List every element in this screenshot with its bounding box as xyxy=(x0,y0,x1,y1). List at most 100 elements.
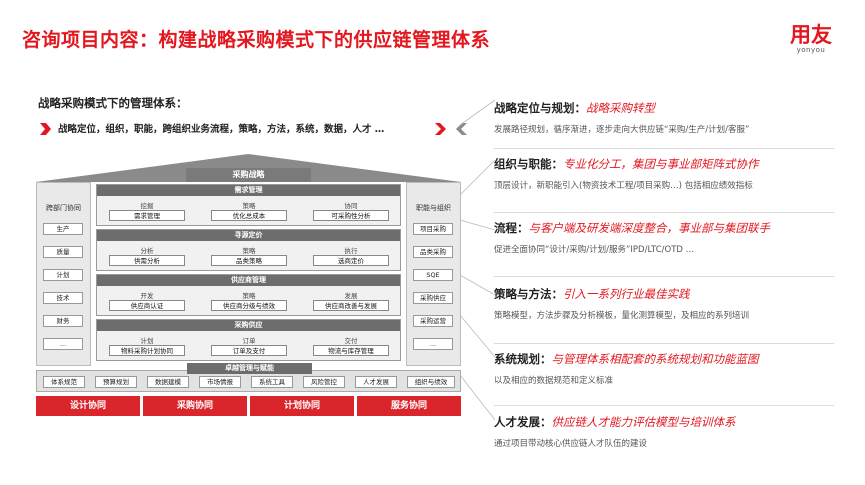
divider xyxy=(494,405,834,406)
base-item: 预算规划 xyxy=(95,376,137,388)
layer-cell: 挖掘 需求管理 xyxy=(103,200,191,222)
section-value: 与管理体系相配套的系统规划和功能蓝图 xyxy=(551,352,759,366)
left-pillar-title: 跨部门协同 xyxy=(46,204,81,212)
cell-value: 品类策略 xyxy=(211,255,287,266)
right-pillar-title: 职能与组织 xyxy=(416,204,451,212)
cell-key: 计划 xyxy=(140,337,154,345)
cell-key: 交付 xyxy=(344,337,358,345)
roof-label: 采购战略 xyxy=(186,168,311,182)
cell-value: 物料采购计划协同 xyxy=(109,345,185,356)
cell-key: 策略 xyxy=(242,202,256,210)
cell-value: 优化总成本 xyxy=(211,210,287,221)
base-item: 数据建模 xyxy=(147,376,189,388)
logo-brand: 用友 xyxy=(790,23,832,47)
cell-value: 需求管理 xyxy=(109,210,185,221)
pillar-item: 采购运营 xyxy=(413,315,453,327)
layer-sourcing: 寻源定价 分析 供需分析 策略 品类策略 执行 选商定价 xyxy=(96,229,401,271)
logo-sub: yonyou xyxy=(796,46,826,54)
base-item: 体系规范 xyxy=(43,376,85,388)
left-pillar: 跨部门协同 生产 质量 计划 技术 财务 … xyxy=(36,182,91,366)
connector-lines xyxy=(459,99,496,421)
page-title: 咨询项目内容：构建战略采购模式下的供应链管理体系 xyxy=(22,29,491,51)
section-key: 战略定位与规划： xyxy=(494,101,586,115)
base-item: 组织与绩效 xyxy=(407,376,455,388)
pillar-item: 采购供应 xyxy=(413,292,453,304)
layer-cell: 交付 物流与库存管理 xyxy=(307,335,395,357)
cell-value: 选商定价 xyxy=(313,255,389,266)
cell-value: 订单及支付 xyxy=(211,345,287,356)
section-talent: 人才发展：供应链人才能力评估模型与培训体系 通过项目带动核心供应链人才队伍的建设 xyxy=(494,414,854,449)
base-item: 市场情报 xyxy=(199,376,241,388)
pillar-item: 品类采购 xyxy=(413,246,453,258)
pillar-item: … xyxy=(43,338,83,350)
section-organization: 组织与职能：专业化分工，集团与事业部矩阵式协作 顶层设计，新职能引入(物资技术工… xyxy=(494,156,854,191)
pillar-item: 项目采购 xyxy=(413,223,453,235)
section-value: 供应链人才能力评估模型与培训体系 xyxy=(551,415,736,429)
pillar-item: SQE xyxy=(413,269,453,281)
section-key: 策略与方法： xyxy=(494,287,563,301)
section-desc: 发展路径规划，循序渐进，逐步走向大供应链“采购/生产/计划/客服” xyxy=(494,125,750,135)
section-strategy: 战略定位与规划：战略采购转型 发展路径规划，循序渐进，逐步走向大供应链“采购/生… xyxy=(494,100,854,135)
pillar-item: … xyxy=(413,338,453,350)
layer-cell: 计划 物料采购计划协同 xyxy=(103,335,191,357)
section-desc: 策略模型，方法步骤及分析模板，量化测算模型，及相应的系列培训 xyxy=(494,311,750,321)
section-system: 系统规划：与管理体系相配套的系统规划和功能蓝图 以及相应的数据规范和定义标准 xyxy=(494,351,854,386)
cell-key: 协同 xyxy=(344,202,358,210)
base-item: 人才发展 xyxy=(355,376,397,388)
base-enablement: 卓越管理与赋能 体系规范 预算规划 数据建模 市场情报 系统工具 风险管控 人才… xyxy=(36,363,461,392)
section-desc: 通过项目带动核心供应链人才队伍的建设 xyxy=(494,439,648,449)
collab-design: 设计协同 xyxy=(36,396,140,416)
layer-cell: 分析 供需分析 xyxy=(103,245,191,267)
section-process: 流程：与客户端及研发端深度整合，事业部与集团联手 促进全面协同“设计/采购/计划… xyxy=(494,220,854,255)
cell-key: 策略 xyxy=(242,292,256,300)
section-value: 战略采购转型 xyxy=(586,101,655,115)
cell-key: 订单 xyxy=(242,337,256,345)
section-key: 系统规划： xyxy=(494,352,552,366)
layer-title: 需求管理 xyxy=(97,185,400,196)
pillar-item: 计划 xyxy=(43,269,83,281)
keyword-row: 战略定位，组织，职能，跨组织业务流程，策略，方法，系统，数据，人才 … xyxy=(38,121,478,137)
layer-cell: 执行 选商定价 xyxy=(307,245,395,267)
cell-value: 物流与库存管理 xyxy=(313,345,389,356)
base-title: 卓越管理与赋能 xyxy=(187,363,312,374)
layer-supply: 采购供应 计划 物料采购计划协同 订单 订单及支付 交付 物流与库存管理 xyxy=(96,319,401,361)
layer-title: 寻源定价 xyxy=(97,230,400,241)
keyword-list: 战略定位，组织，职能，跨组织业务流程，策略，方法，系统，数据，人才 … xyxy=(58,124,385,135)
cell-key: 挖掘 xyxy=(140,202,154,210)
section-desc: 以及相应的数据规范和定义标准 xyxy=(494,376,614,386)
collab-planning: 计划协同 xyxy=(250,396,354,416)
collab-service: 服务协同 xyxy=(357,396,461,416)
collab-procurement: 采购协同 xyxy=(143,396,247,416)
layer-cell: 策略 优化总成本 xyxy=(205,200,293,222)
section-desc: 促进全面协同“设计/采购/计划/服务”IPD/LTC/OTD … xyxy=(494,245,695,255)
section-key: 流程： xyxy=(494,221,529,235)
management-system-diagram: 采购战略 跨部门协同 生产 质量 计划 技术 财务 … 职能与组织 项目采购 品… xyxy=(36,152,461,392)
pillar-item: 生产 xyxy=(43,223,83,235)
cell-value: 供需分析 xyxy=(109,255,185,266)
section-key: 人才发展： xyxy=(494,415,552,429)
section-desc: 顶层设计，新职能引入(物资技术工程/项目采购…) 包括相应绩效指标 xyxy=(494,181,753,191)
layer-title: 采购供应 xyxy=(97,320,400,331)
pillar-item: 质量 xyxy=(43,246,83,258)
section-key: 组织与职能： xyxy=(494,157,563,171)
cell-key: 分析 xyxy=(140,247,154,255)
layer-cell: 发展 供应商改善与发展 xyxy=(307,290,395,312)
right-pillar: 职能与组织 项目采购 品类采购 SQE 采购供应 采购运营 … xyxy=(406,182,461,366)
section-methods: 策略与方法：引入一系列行业最佳实践 策略模型，方法步骤及分析模板，量化测算模型，… xyxy=(494,286,854,321)
divider xyxy=(494,276,834,277)
divider xyxy=(494,212,834,213)
section-value: 引入一系列行业最佳实践 xyxy=(563,287,690,301)
pillar-item: 技术 xyxy=(43,292,83,304)
cell-key: 策略 xyxy=(242,247,256,255)
section-value: 与客户端及研发端深度整合，事业部与集团联手 xyxy=(528,221,771,235)
left-subtitle: 战略采购模式下的管理体系： xyxy=(38,96,188,110)
pillar-item: 财务 xyxy=(43,315,83,327)
cell-key: 发展 xyxy=(344,292,358,300)
layer-cell: 策略 品类策略 xyxy=(205,245,293,267)
cell-value: 可采购性分析 xyxy=(313,210,389,221)
cell-value: 供应商认证 xyxy=(109,300,185,311)
layer-cell: 订单 订单及支付 xyxy=(205,335,293,357)
layer-cell: 策略 供应商分级与绩效 xyxy=(205,290,293,312)
layer-cell: 协同 可采购性分析 xyxy=(307,200,395,222)
cell-key: 开发 xyxy=(140,292,154,300)
